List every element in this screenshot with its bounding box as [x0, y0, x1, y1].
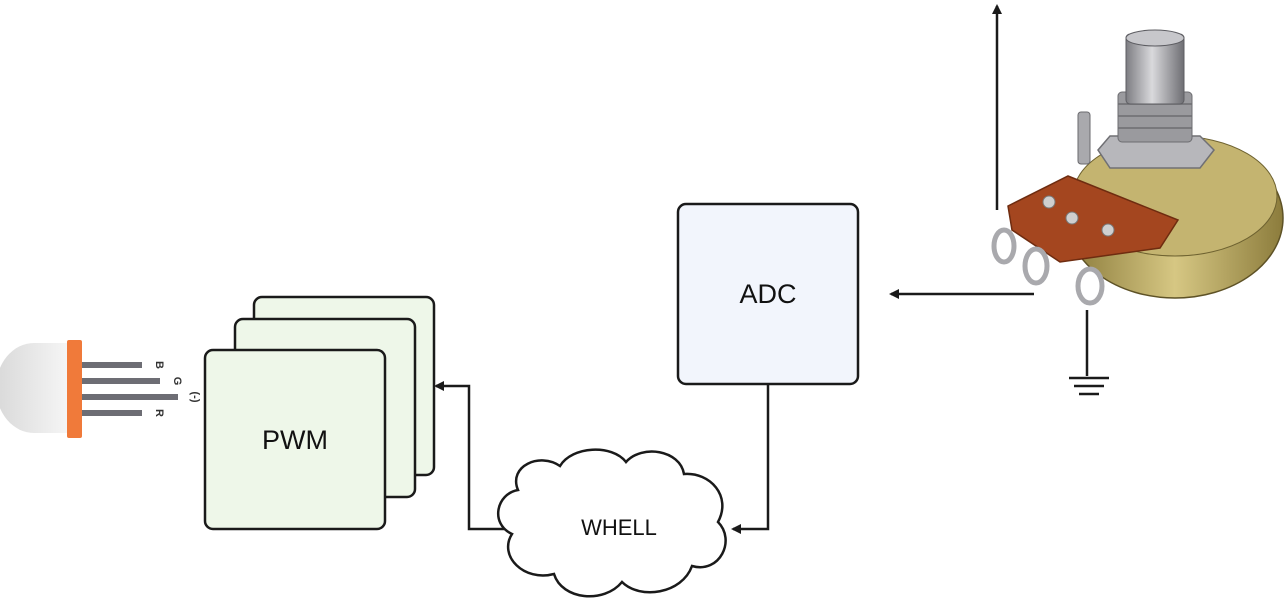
pwm-block-stack: PWM: [203, 295, 436, 531]
led-pin-common: [82, 394, 178, 400]
wheel-cloud: [496, 448, 727, 598]
pot-terminal-3: [1075, 266, 1105, 306]
led-pin-r: [82, 410, 142, 416]
adc-block: [676, 202, 860, 386]
led-pin-label-r: R: [153, 409, 165, 417]
wheel-cloud-group: WHELL: [496, 448, 727, 598]
pot-rivet-1: [1042, 195, 1056, 209]
led-dome: [0, 343, 70, 433]
led-pin-b: [82, 362, 142, 368]
rgb-led: B G (-) R: [0, 340, 201, 438]
connectors: [434, 4, 1109, 534]
pwm-block: [203, 348, 387, 531]
adc-label: ADC: [739, 279, 796, 309]
led-pin-g: [82, 378, 160, 384]
pot-terminal-2: [1022, 246, 1050, 286]
pot-hex-nut: [1097, 135, 1215, 169]
pot-rivet-3: [1101, 223, 1115, 237]
arrow-wheel-to-pwm: [434, 381, 505, 531]
pot-rivet-2: [1065, 211, 1079, 225]
pot-terminal-1: [991, 227, 1017, 265]
pot-shaft-top: [1125, 29, 1185, 47]
led-base-ring: [67, 340, 82, 438]
arrow-adc-to-wheel: [731, 385, 770, 534]
pot-bracket: [1077, 111, 1091, 165]
pwm-label: PWM: [262, 425, 328, 455]
led-pin-label-g: G: [171, 377, 183, 386]
adc-block-group: ADC: [676, 202, 860, 386]
led-pin-label-common: (-): [189, 392, 201, 403]
wheel-label: WHELL: [581, 515, 657, 540]
potentiometer: [991, 29, 1284, 306]
led-pin-label-b: B: [153, 361, 165, 369]
